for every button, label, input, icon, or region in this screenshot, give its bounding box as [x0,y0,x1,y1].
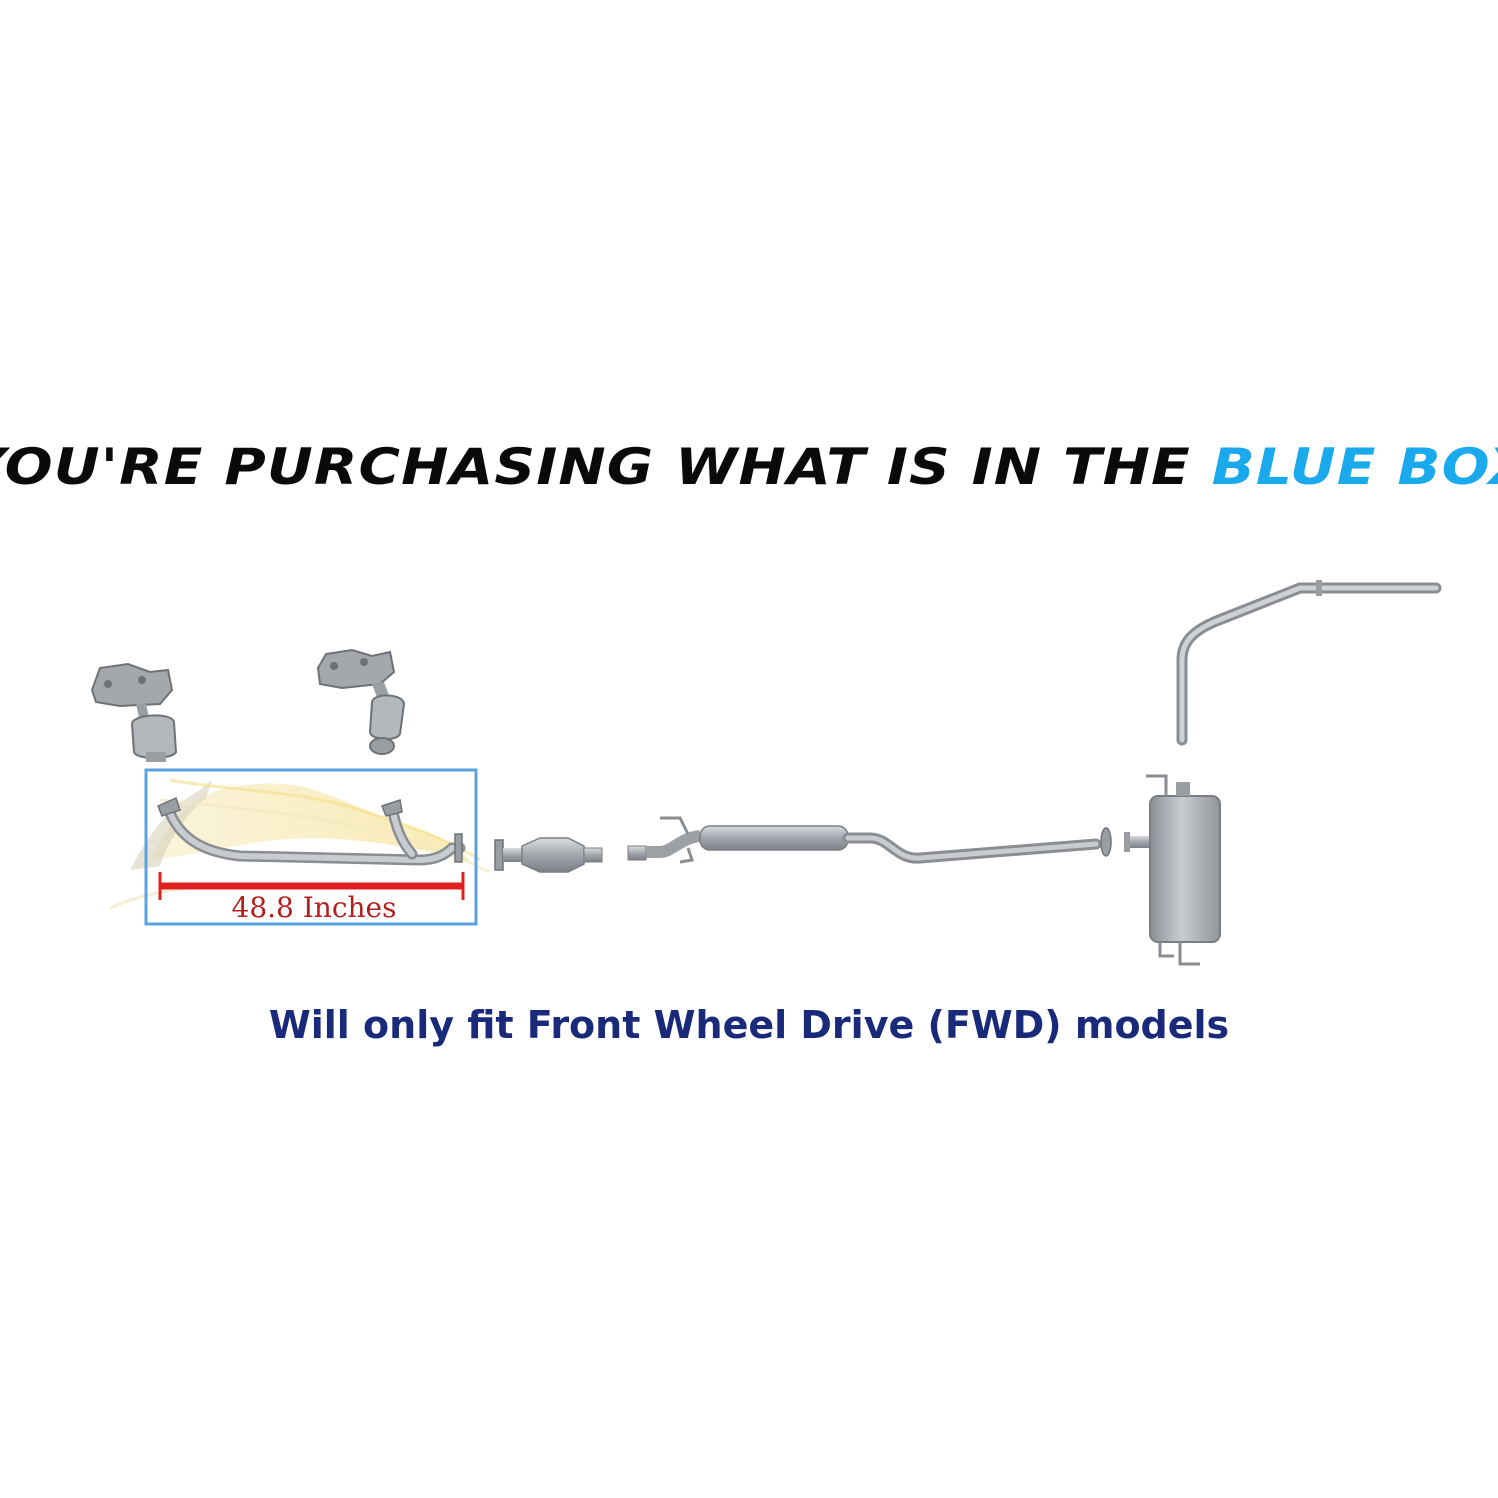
measurement-indicator [158,872,465,900]
headline: YOU'RE PURCHASING WHAT IS IN THE BLUE BO… [0,432,1498,502]
resonator-pipe-section [627,816,1112,864]
fitment-note: Will only fit Front Wheel Drive (FWD) mo… [268,1003,1230,1047]
left-manifold-converter [90,662,178,762]
muffler-section [1124,774,1221,966]
headline-main-text: YOU'RE PURCHASING WHAT IS IN THE [0,438,1212,496]
exhaust-system-diagram: 48.8 Inches [90,580,1442,966]
tailpipe-section [1176,580,1442,746]
flex-pipe-section [494,837,603,873]
measurement-label: 48.8 Inches [232,891,397,924]
right-manifold-converter [316,648,406,755]
headline-accent-text: BLUE BOX [1211,438,1498,496]
